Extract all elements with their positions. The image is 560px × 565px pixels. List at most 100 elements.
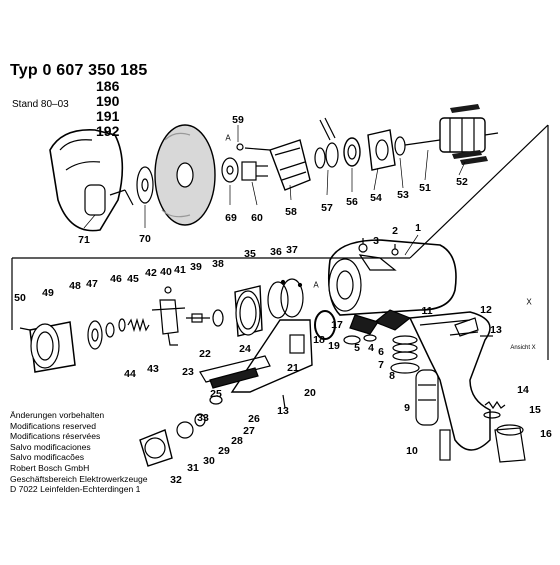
spring-lower-part [483, 400, 506, 419]
trigger-part [454, 317, 493, 337]
part-number-label: 29 [218, 445, 230, 457]
part-number-label: 31 [187, 462, 199, 474]
lower-stack-part [139, 395, 223, 467]
end-plate-part [87, 320, 103, 350]
part-number-label: 25 [210, 388, 222, 400]
variant-number: 191 [96, 108, 120, 124]
guard-part [49, 129, 134, 232]
part-number-label: 4 [368, 342, 374, 354]
part-number-label: 32 [170, 474, 182, 486]
valve-part [186, 313, 210, 323]
lever-part [151, 286, 186, 346]
part-number-label: 26 [248, 413, 260, 425]
note-line: Modifications reserved [10, 420, 96, 431]
o-ring-part [314, 310, 336, 340]
part-number-label: 48 [69, 280, 81, 292]
governor-part [236, 139, 311, 191]
screw-part [282, 394, 286, 409]
part-number-label: 59 [232, 114, 244, 126]
stand-date: Stand 80–03 [12, 99, 69, 110]
part-number-label: 43 [147, 363, 159, 375]
part-number-label: 37 [286, 244, 298, 256]
part-number-label: 10 [406, 445, 418, 457]
part-number-label: 58 [285, 206, 297, 218]
part-number-label: 20 [304, 387, 316, 399]
part-number-label: 3 [373, 235, 379, 247]
part-number-label: 5 [354, 342, 360, 354]
part-number-label: 9 [404, 402, 410, 414]
ring-small-part [105, 322, 115, 338]
part-number-label: 46 [110, 273, 122, 285]
part-number-label: 47 [86, 278, 98, 290]
part-number-label: 38 [212, 258, 224, 270]
flange-part [136, 166, 154, 204]
part-number-label: 57 [321, 202, 333, 214]
part-number-label: 21 [287, 362, 299, 374]
note-line: Änderungen vorbehalten [10, 410, 105, 420]
part-number-label: 70 [139, 233, 151, 245]
part-number-label: 28 [231, 435, 243, 447]
part-number-label: 16 [540, 428, 552, 440]
part-number-label: 45 [127, 273, 139, 285]
handle-part [408, 311, 491, 451]
part-number-label: 71 [78, 234, 90, 246]
nut-part [221, 157, 239, 183]
spindle-part [241, 161, 268, 181]
variant-number: 192 [96, 123, 120, 139]
part-number-label: 50 [14, 292, 26, 304]
inlet-part [494, 424, 526, 463]
part-number-label: 69 [225, 212, 237, 224]
part-number-label: 60 [251, 212, 263, 224]
spring-part [118, 317, 150, 333]
part-number-label: 18 [313, 334, 325, 346]
rotor-part [404, 117, 499, 153]
part-number-label: 6 [378, 346, 384, 358]
note-line: Modifications réservées [10, 431, 101, 442]
part-number-label: 54 [370, 192, 382, 204]
side-plate-part [199, 319, 313, 393]
part-number-label: 2 [392, 225, 398, 237]
view-label: Ansicht X [510, 345, 536, 351]
part-number-label: 30 [203, 455, 215, 467]
note-line: Salvo modificaciones [10, 441, 91, 452]
leader-lines [83, 125, 466, 256]
part-number-label: 40 [160, 266, 172, 278]
motor-housing-part [327, 239, 457, 335]
part-number-label: 15 [529, 404, 541, 416]
valve-body-part [415, 369, 439, 426]
spring-stack-part [390, 335, 420, 374]
bearing-housing-part [367, 129, 396, 171]
note-line: Geschäftsbereich Elektrowerkzeuge [10, 473, 148, 484]
part-number-label: 7 [378, 359, 384, 371]
washer-part [314, 117, 339, 169]
notes-block: Änderungen vorbehalten Modifications res… [10, 410, 148, 495]
note-line: D 7022 Leinfelden-Echterdingen 1 [10, 484, 141, 495]
part-number-label: 56 [346, 196, 358, 208]
reference-letter: A [225, 133, 231, 143]
rear-cover-part [29, 321, 76, 373]
part-number-label: 8 [389, 370, 395, 382]
part-number-label: 27 [243, 425, 255, 437]
part-number-label: 53 [397, 189, 409, 201]
cylinder-part [234, 278, 304, 337]
part-number-label: 13 [490, 324, 502, 336]
bearing-part [343, 137, 361, 167]
pin-part [19, 327, 31, 331]
part-number-label: 14 [517, 384, 529, 396]
frame-line-top-right [409, 124, 549, 259]
type-number-title: Typ 0 607 350 185 [10, 62, 148, 79]
note-line: Salvo modificacões [10, 452, 85, 463]
part-number-label: 52 [456, 176, 468, 188]
part-number-label: 23 [182, 366, 194, 378]
variant-number: 186 [96, 78, 120, 94]
part-number-label: 12 [480, 304, 492, 316]
top-fittings-part [358, 238, 399, 256]
part-number-label: 13 [277, 405, 289, 417]
seal-part [212, 309, 224, 327]
shaft-part [439, 429, 451, 461]
ring-part [394, 136, 406, 156]
part-number-label: 24 [239, 343, 251, 355]
small-rings-part [343, 334, 377, 345]
